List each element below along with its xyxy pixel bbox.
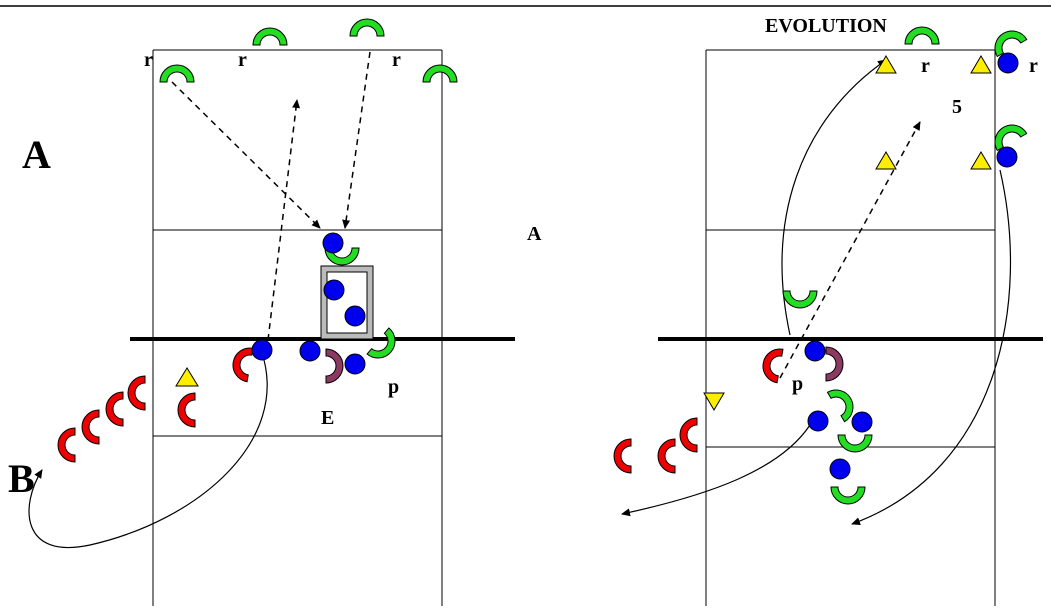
player-icon [323, 279, 345, 301]
receiver-icon [349, 18, 385, 37]
move-arrow [851, 169, 1012, 526]
player-icon [344, 353, 366, 375]
player-icon [344, 305, 366, 327]
player-icon [997, 52, 1019, 74]
opponent-icon [81, 409, 100, 445]
player-icon [851, 411, 873, 433]
label-e: E [321, 407, 334, 429]
move-arrow [621, 424, 811, 517]
move-arrow [781, 59, 887, 336]
opponent-icon [613, 438, 632, 474]
label-p: p [388, 376, 399, 398]
pass-arrow [171, 81, 321, 229]
label-r: r [144, 49, 153, 71]
pass-arrow [267, 99, 301, 341]
label-p: p [792, 373, 803, 395]
target-box [320, 265, 374, 340]
label-r: r [1029, 55, 1038, 77]
setter-icon [325, 348, 344, 384]
receiver-icon [830, 486, 866, 505]
right-cones [703, 55, 992, 411]
right-receivers [782, 24, 1028, 505]
player-icon [322, 232, 344, 254]
player-icon [299, 340, 321, 362]
player-icon [807, 410, 829, 432]
pass-arrow [779, 121, 921, 379]
player-icon [804, 340, 826, 362]
opponent-icon [679, 417, 698, 453]
right-court [705, 49, 996, 606]
right-opponents [613, 345, 784, 474]
label-r: r [921, 55, 930, 77]
cone-icon [875, 151, 897, 170]
player-icon [251, 339, 273, 361]
receiver-icon [782, 290, 818, 309]
cone-icon [970, 55, 992, 74]
right-players [804, 52, 1019, 480]
opponent-icon [177, 392, 196, 428]
cone-icon [970, 151, 992, 170]
receiver-icon [252, 27, 288, 46]
receiver-icon [988, 118, 1028, 151]
label-r: r [392, 49, 401, 71]
pass-arrow [342, 51, 371, 229]
receiver-icon [988, 24, 1028, 57]
left-court [152, 49, 443, 606]
receiver-icon [159, 64, 195, 83]
cone-icon [175, 367, 199, 387]
receiver-icon [904, 26, 940, 45]
left-pass-arrows [171, 51, 371, 341]
left-receivers [159, 18, 458, 366]
opponent-icon [229, 344, 254, 383]
opponent-icon [657, 438, 676, 474]
receiver-icon [422, 64, 458, 83]
title-evolution: EVOLUTION [765, 15, 887, 37]
label-five: 5 [952, 96, 962, 118]
player-icon [996, 146, 1018, 168]
label-a-small: A [527, 223, 542, 245]
left-opponents [57, 344, 254, 463]
label-a-big: A [22, 132, 51, 177]
cone-icon [875, 55, 897, 74]
setter-icon [825, 346, 844, 382]
label-b-big: B [8, 456, 35, 501]
cone-icon [703, 392, 725, 411]
left-players [251, 232, 366, 375]
left-rotation-arrow [28, 352, 268, 548]
label-r: r [238, 49, 247, 71]
player-icon [829, 458, 851, 480]
opponent-icon [127, 375, 146, 411]
opponent-icon [57, 427, 76, 463]
opponent-icon [105, 391, 124, 427]
receiver-icon [837, 434, 873, 453]
